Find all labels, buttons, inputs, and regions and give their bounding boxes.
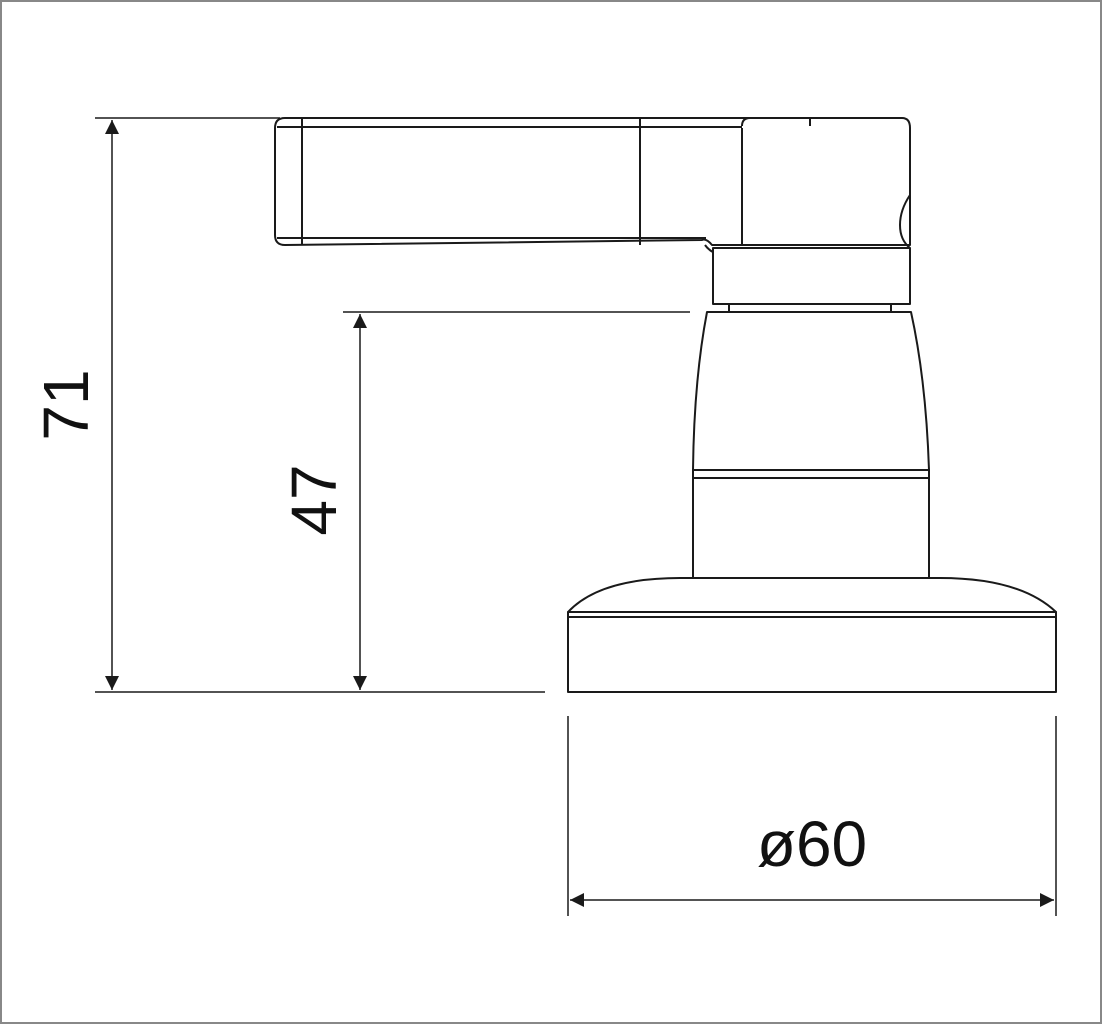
door-handle-outline	[274, 117, 1057, 693]
dimension-label-60: ø60	[757, 808, 867, 880]
shank	[692, 311, 930, 579]
dimension-label-47: 47	[278, 464, 350, 535]
rose	[567, 577, 1057, 693]
lever-neck	[712, 194, 911, 313]
lever-arm	[274, 117, 911, 257]
dimension-label-71: 71	[30, 369, 102, 440]
dimension-lines	[95, 117, 1057, 916]
